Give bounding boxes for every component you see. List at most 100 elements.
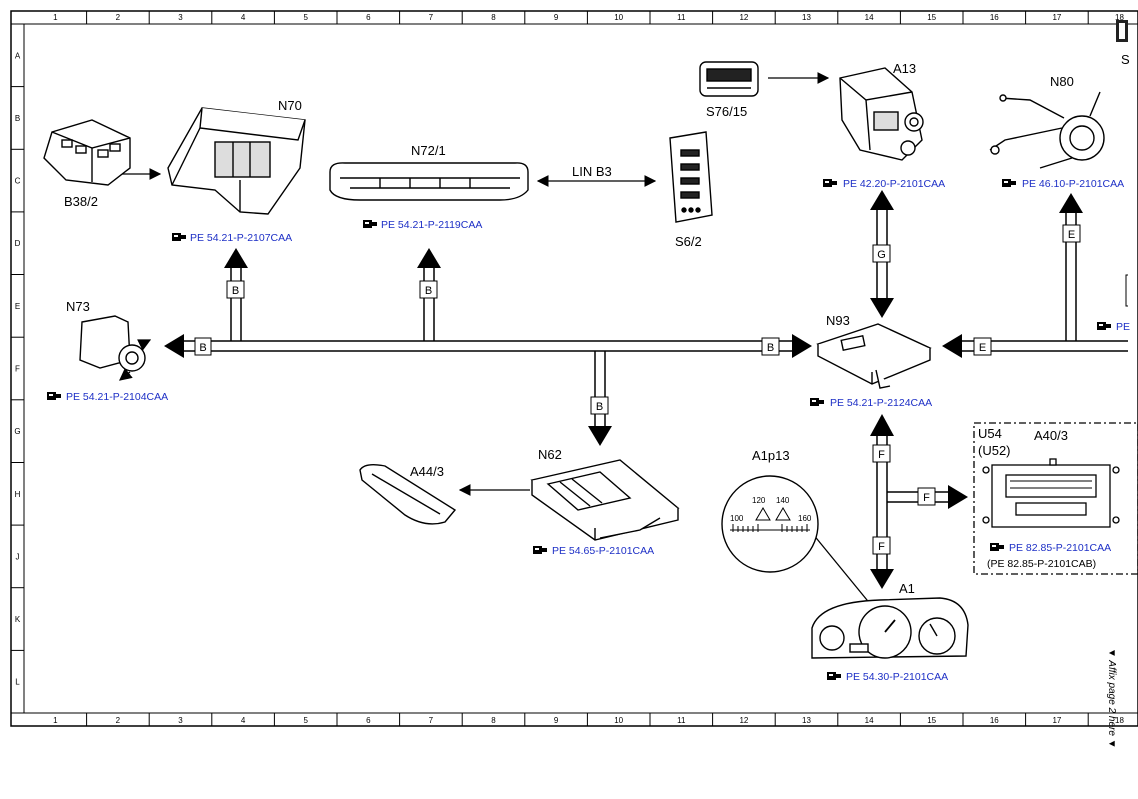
svg-text:B: B: [199, 342, 206, 354]
grid-column-label: 4: [241, 716, 246, 725]
grid-column-label: 14: [865, 716, 874, 725]
grid-column-label: 4: [241, 13, 246, 22]
manual-reference-icon: [533, 546, 547, 554]
bus-f-label-1: F: [872, 444, 891, 463]
n62-ref[interactable]: PE 54.65-P-2101CAA: [533, 545, 654, 557]
a1p13-gauge-detail: 120 140 100 160: [721, 475, 819, 573]
lin-b3-label: LIN B3: [572, 164, 612, 179]
svg-text:B: B: [767, 342, 774, 354]
n62-label: N62: [538, 447, 562, 462]
grid-column-label: 1: [53, 13, 58, 22]
a13-label: A13: [893, 61, 916, 76]
bus-g-label: G: [872, 244, 891, 263]
a1-ref[interactable]: PE 54.30-P-2101CAA: [827, 671, 948, 683]
grid-row-label: H: [15, 490, 21, 499]
bus-labels: B B B B B G E E F F F: [194, 224, 1081, 555]
grid-column-label: 2: [116, 716, 121, 725]
grid-column-label: 16: [990, 716, 999, 725]
bus-arrowheads: [164, 190, 1083, 589]
manual-reference-icon: [827, 672, 841, 680]
n73-label: N73: [66, 299, 90, 314]
a44-3-indicator: [359, 463, 457, 525]
grid-column-label: 9: [554, 716, 559, 725]
svg-text:F: F: [923, 492, 930, 504]
grid-row-label: L: [15, 678, 20, 687]
n80-ref[interactable]: PE 46.10-P-2101CAA: [1002, 178, 1124, 190]
svg-text:PE 54.21-P-2124CAA: PE 54.21-P-2124CAA: [830, 397, 932, 409]
n72-1-ref[interactable]: PE 54.21-P-2119CAA: [363, 219, 482, 231]
grid-column-label: 15: [927, 716, 936, 725]
grid-column-label: 16: [990, 13, 999, 22]
n73-ref[interactable]: PE 54.21-P-2104CAA: [47, 391, 168, 403]
grid-column-label: 12: [739, 13, 748, 22]
grid-column-label: 14: [865, 13, 874, 22]
n62-parktronic-unit: [530, 459, 680, 541]
grid-row-label: C: [15, 177, 21, 186]
grid-column-label: 17: [1052, 716, 1061, 725]
grid-labels: 1122334455667788991010111112121313141415…: [11, 11, 1124, 726]
s76-15-switch: [699, 61, 759, 97]
affix-note: ▼ Affix page 2 here ▼: [1106, 648, 1117, 749]
svg-text:160: 160: [798, 514, 812, 523]
manual-reference-icon: [1002, 179, 1016, 187]
grid-row-label: K: [15, 615, 21, 624]
n70-ref[interactable]: PE 54.21-P-2107CAA: [172, 232, 292, 244]
n80-label: N80: [1050, 74, 1074, 89]
svg-text:PE 54.21-P-2104CAA: PE 54.21-P-2104CAA: [66, 391, 168, 403]
b38-2-sensor: [43, 119, 131, 186]
b38-2-label: B38/2: [64, 194, 98, 209]
grid-column-label: 5: [303, 13, 308, 22]
grid-column-label: 11: [677, 716, 686, 725]
s76-15-label: S76/15: [706, 104, 747, 119]
u54-label: U54: [978, 426, 1002, 441]
svg-text:B: B: [425, 285, 432, 297]
grid-column-label: 8: [491, 716, 496, 725]
grid-column-label: 5: [303, 716, 308, 725]
a1-label: A1: [899, 581, 915, 596]
svg-text:PE 42.20-P-2101CAA: PE 42.20-P-2101CAA: [843, 178, 945, 190]
a13-ref[interactable]: PE 42.20-P-2101CAA: [823, 178, 945, 190]
manual-reference-icon: [810, 398, 824, 406]
bus-b-label-n70: B: [226, 280, 245, 299]
svg-text:B: B: [232, 285, 239, 297]
grid-column-label: 18: [1115, 716, 1124, 725]
grid-column-label: 10: [614, 13, 623, 22]
grid-column-label: 13: [802, 13, 811, 22]
grid-row-label: E: [15, 302, 20, 311]
grid-row-label: G: [14, 427, 20, 436]
n72-1-label: N72/1: [411, 143, 446, 158]
grid-row-label: F: [15, 365, 20, 374]
s6-2-switch: [669, 131, 713, 223]
grid-column-label: 3: [178, 13, 183, 22]
svg-text:PE 54.30-P-2101CAA: PE 54.30-P-2101CAA: [846, 671, 948, 683]
svg-text:PE 46.10-P-2101CAA: PE 46.10-P-2101CAA: [1022, 178, 1124, 190]
svg-text:120: 120: [752, 496, 766, 505]
svg-text:PE 54.21-P-2107CAA: PE 54.21-P-2107CAA: [190, 232, 292, 244]
svg-text:F: F: [878, 449, 885, 461]
bus-b-label-n72: B: [419, 280, 438, 299]
grid-column-label: 8: [491, 13, 496, 22]
a1-instrument-cluster: [811, 597, 969, 659]
bus-b-label-n93: B: [761, 337, 780, 356]
grid-column-label: 15: [927, 13, 936, 22]
manual-reference-icon: [172, 233, 186, 241]
a44-3-label: A44/3: [410, 464, 444, 479]
n93-ref[interactable]: PE 54.21-P-2124CAA: [810, 397, 932, 409]
signal-arrows: [118, 72, 886, 623]
a40-3-ref[interactable]: PE 82.85-P-2101CAA: [990, 542, 1111, 554]
svg-text:140: 140: [776, 496, 790, 505]
bus-f-label-3: F: [872, 536, 891, 555]
grid-column-label: 10: [614, 716, 623, 725]
grid-row-label: D: [15, 239, 21, 248]
sheet-frame: [10, 10, 1138, 727]
grid-row-label: A: [15, 51, 21, 60]
n70-label: N70: [278, 98, 302, 113]
grid-column-label: 17: [1052, 13, 1061, 22]
u54-variant-box: [973, 422, 1138, 575]
manual-reference-icon: [990, 543, 1004, 551]
grid-column-label: 12: [739, 716, 748, 725]
bus-e-label-h: E: [973, 337, 992, 356]
manual-reference-icon: [363, 220, 377, 228]
n70-overhead-panel: [167, 107, 306, 215]
